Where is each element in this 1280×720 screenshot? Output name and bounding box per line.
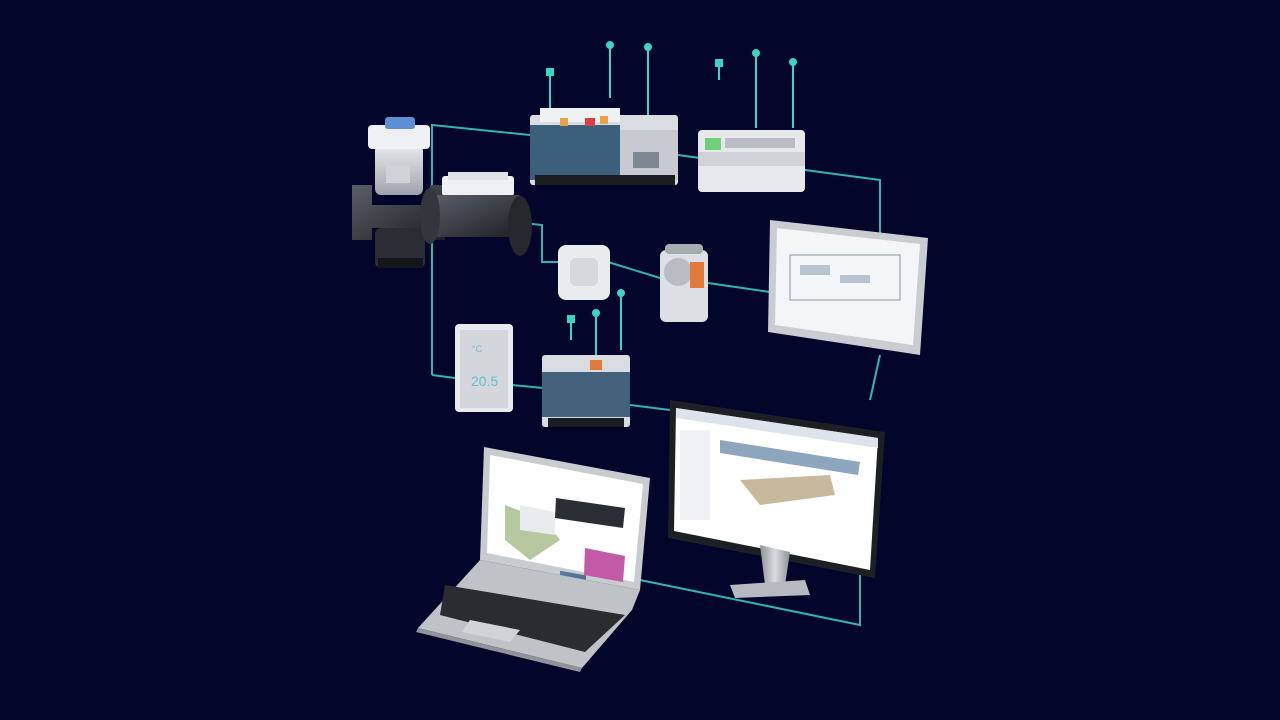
wall-touch-panel xyxy=(768,220,928,355)
flow-meter xyxy=(420,172,532,256)
desktop-monitor xyxy=(668,400,885,598)
thermostat-unit: °C xyxy=(472,344,483,354)
thermostat-reading: 20.5 xyxy=(471,373,498,389)
laptop: 68° xyxy=(416,447,650,672)
damper-actuator xyxy=(660,244,708,322)
io-controller xyxy=(698,130,805,192)
laptop-temperature: 68° xyxy=(566,483,578,492)
network-lines xyxy=(431,123,881,627)
signal-pins xyxy=(546,41,797,355)
automation-controller xyxy=(530,108,678,185)
room-thermostat: °C 20.5 xyxy=(455,324,513,412)
room-sensor xyxy=(558,245,610,300)
zone-controller xyxy=(542,355,630,427)
